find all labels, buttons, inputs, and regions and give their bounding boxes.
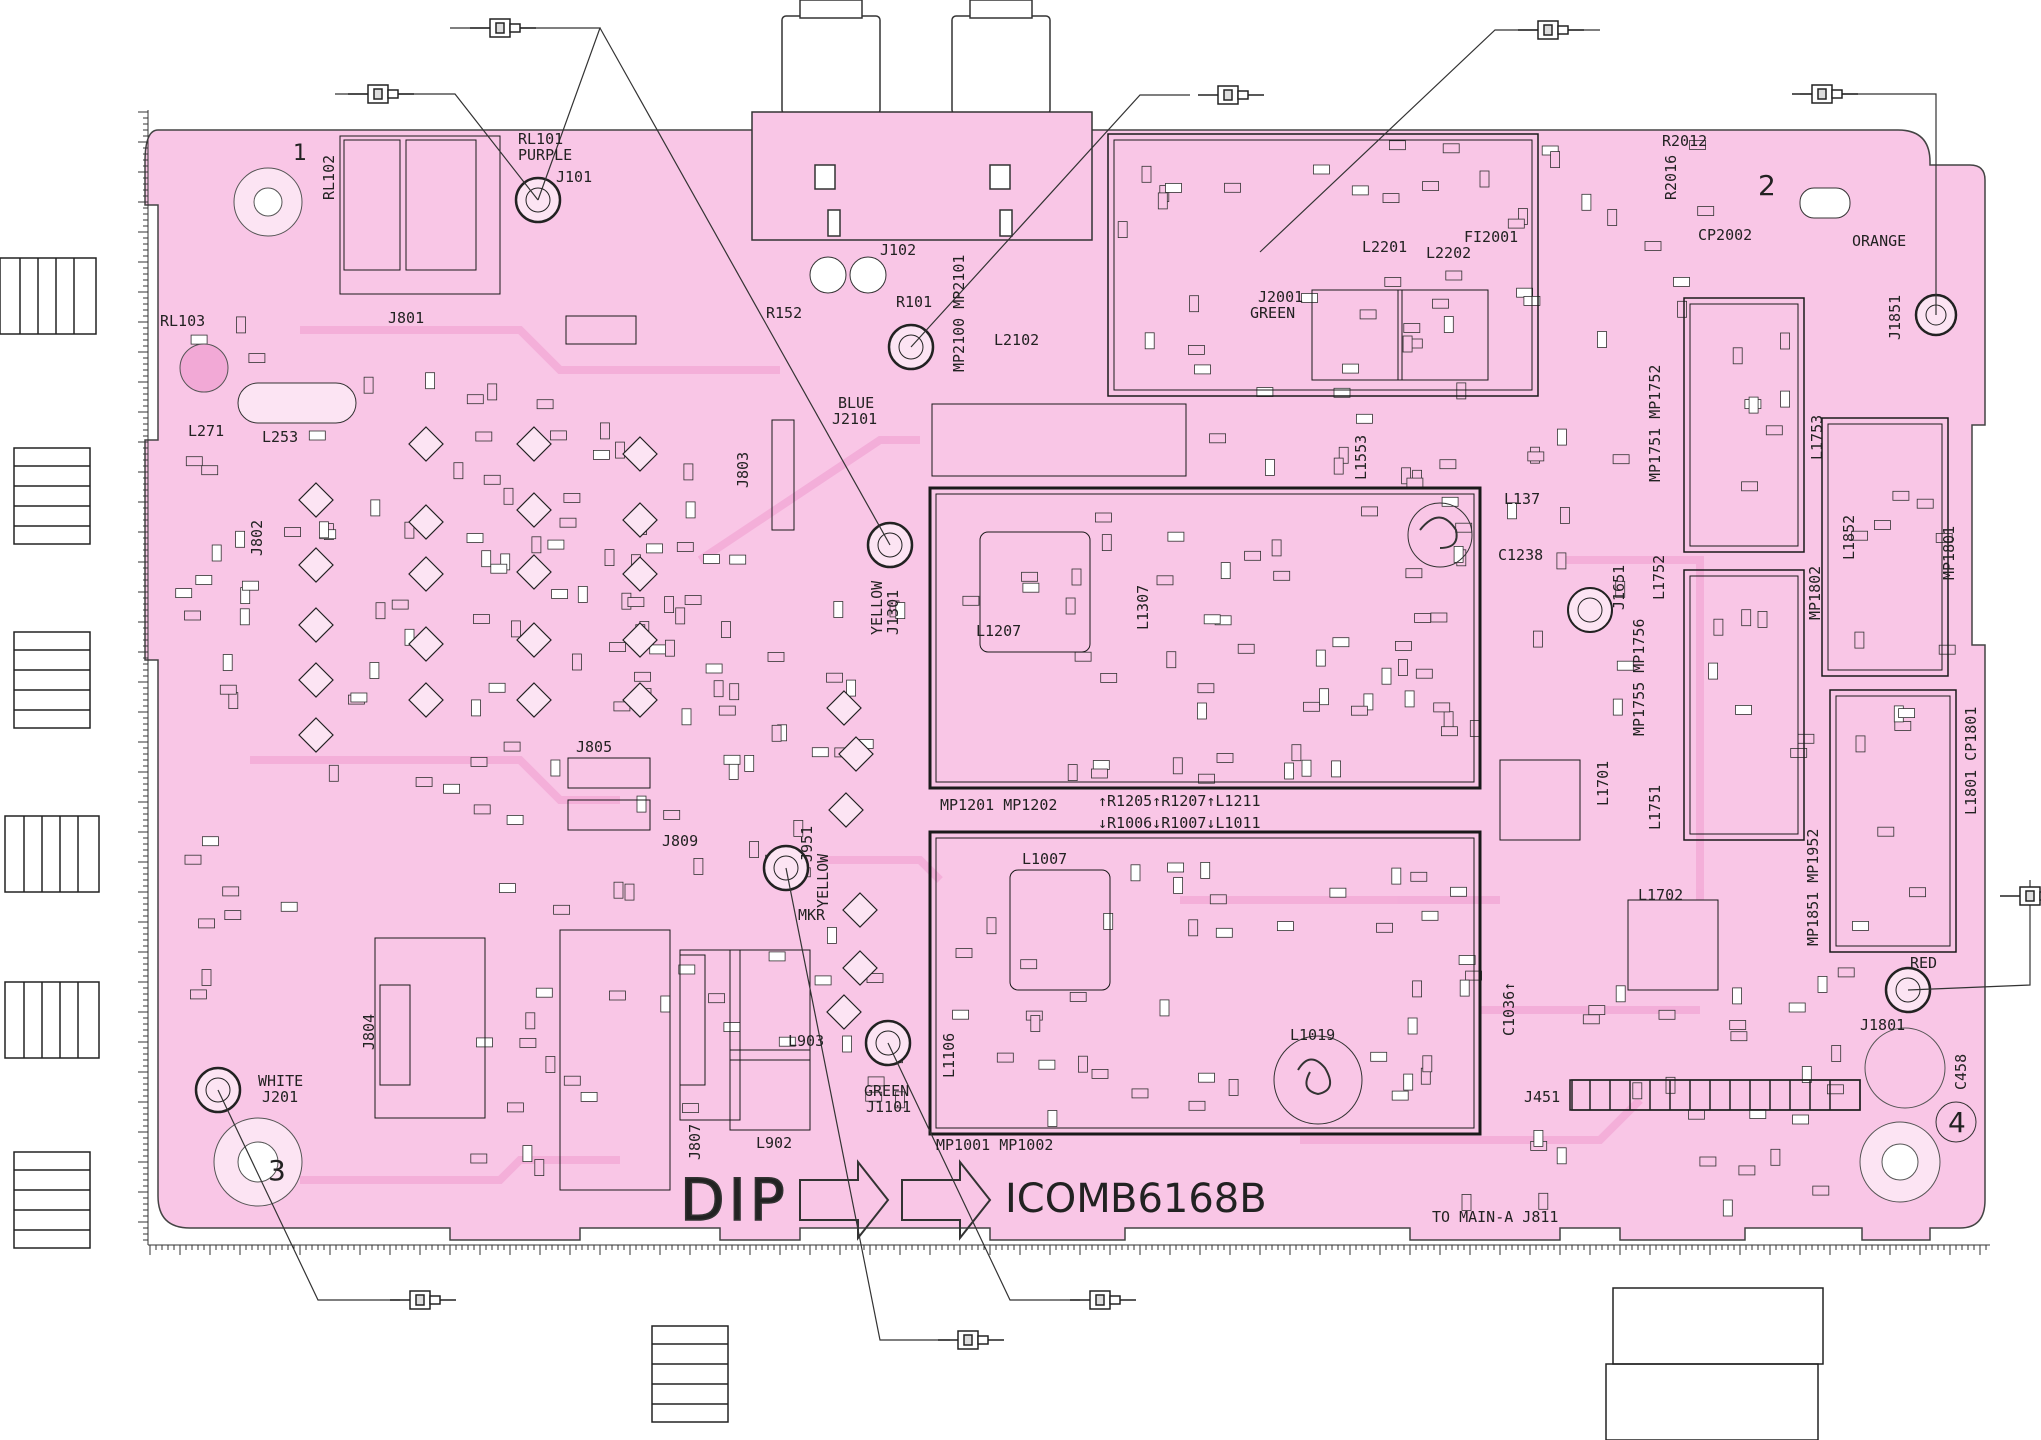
to-main-label: TO MAIN-A J811 (1432, 1208, 1558, 1226)
label-l1752: L1752 (1650, 555, 1668, 600)
top-rf-connectors (751, 0, 1093, 241)
label-j2001: J2001 (1258, 288, 1303, 306)
model-text: B6168B (1110, 1176, 1267, 1222)
label-l1553: L1553 (1352, 435, 1370, 480)
label-mp1801: MP1801 (1940, 526, 1958, 580)
left-page-markers (0, 257, 100, 1249)
label-r101: R101 (896, 293, 932, 311)
label-l1801: L1801 CP1801 (1962, 707, 1980, 815)
label-l271: L271 (188, 422, 224, 440)
corner-3: 3 (268, 1154, 286, 1187)
label-j807: J807 (686, 1124, 704, 1160)
cable-plug-symbols (348, 18, 2041, 1350)
label-mp2100: MP2100 MP2101 (950, 255, 968, 372)
label-orange: ORANGE (1852, 232, 1906, 250)
brand-text: ICOM (1005, 1176, 1111, 1222)
label-mp1755: MP1755 MP1756 (1630, 619, 1648, 736)
corner-2: 2 (1758, 169, 1776, 202)
label-green-j1101: GREEN (864, 1082, 909, 1100)
coil-diamonds (298, 426, 878, 1030)
label-fi2001: FI2001 (1464, 228, 1518, 246)
label-green-j2001: GREEN (1250, 304, 1295, 322)
dip-label: DIP (680, 1166, 789, 1234)
label-l1852: L1852 (1840, 515, 1858, 560)
label-l1702: L1702 (1638, 886, 1683, 904)
label-l1207: L1207 (976, 622, 1021, 640)
smd-components (175, 140, 1956, 1217)
label-j451: J451 (1524, 1088, 1560, 1106)
corner-1: 1 (293, 141, 307, 166)
label-j2101: J2101 (832, 410, 877, 428)
bottom-page-markers (651, 1287, 1824, 1440)
label-l1307: L1307 (1134, 585, 1152, 630)
label-yellow-j1301: YELLOW (868, 580, 886, 635)
label-j805: J805 (576, 738, 612, 756)
label-l902: L902 (756, 1134, 792, 1152)
label-rl101: RL101 (518, 130, 563, 148)
label-l1701: L1701 (1594, 761, 1612, 806)
label-j803: J803 (734, 452, 752, 488)
label-c1238: C1238 (1498, 546, 1543, 564)
label-r1205: ↑R1205↑R1207↑L1211 (1098, 792, 1261, 810)
label-c1036: C1036↑ (1500, 982, 1518, 1036)
label-r152: R152 (766, 304, 802, 322)
label-l903: L903 (788, 1032, 824, 1050)
label-mp1751: MP1751 MP1752 (1646, 365, 1664, 482)
ruler-ticks (138, 111, 1990, 1255)
label-j101: J101 (556, 168, 592, 186)
jack-labels: RL101 PURPLE J101 BLUE J2101 YELLOW J130… (258, 130, 1937, 1116)
label-blue: BLUE (838, 394, 874, 412)
label-yellow-j951: YELLOW (814, 853, 832, 908)
label-l253: L253 (262, 428, 298, 446)
silk-labels: RL102 RL103 L271 L253 J801 J802 J803 J80… (160, 132, 1980, 1160)
label-l1753: L1753 (1808, 415, 1826, 460)
label-l1007: L1007 (1022, 850, 1067, 868)
mounting-holes (179, 167, 1946, 1207)
label-j1301: J1301 (884, 590, 902, 635)
label-j802: J802 (248, 520, 266, 556)
label-mkr: MKR (798, 906, 826, 924)
label-mp1802: MP1802 (1806, 566, 1824, 620)
label-rl102: RL102 (320, 155, 338, 200)
label-r2016: R2016 (1662, 155, 1680, 200)
label-l1019: L1019 (1290, 1026, 1335, 1044)
label-j1101: J1101 (866, 1098, 911, 1116)
label-j951: J951 (798, 826, 816, 862)
label-l1751: L1751 (1646, 785, 1664, 830)
label-j1651: J1651 (1610, 565, 1628, 610)
label-l2201: L2201 (1362, 238, 1407, 256)
label-r2012: R2012 (1662, 132, 1707, 150)
label-l2202: L2202 (1426, 244, 1471, 262)
pcb-outline (144, 129, 1986, 1241)
label-purple: PURPLE (518, 146, 572, 164)
label-j801: J801 (388, 309, 424, 327)
label-rl103: RL103 (160, 312, 205, 330)
label-j809: J809 (662, 832, 698, 850)
label-mp1201: MP1201 MP1202 (940, 796, 1057, 814)
label-c458: C458 (1952, 1054, 1970, 1090)
j451-header (1571, 1079, 1861, 1111)
label-l2102: L2102 (994, 331, 1039, 349)
label-l1106: L1106 (940, 1033, 958, 1078)
label-mp1001: MP1001 MP1002 (936, 1136, 1053, 1154)
label-white: WHITE (258, 1072, 303, 1090)
dip-arrow-1 (799, 1159, 890, 1241)
label-mp1851: MP1851 MP1952 (1804, 829, 1822, 946)
silkscreen-brand: DIP ICOM B6168B TO MAIN-A J811 (679, 1159, 1558, 1241)
dip-arrow-2 (901, 1159, 992, 1241)
label-r1006: ↓R1006↓R1007↓L1011 (1098, 814, 1261, 832)
label-red: RED (1910, 954, 1937, 972)
label-j1801: J1801 (1860, 1016, 1905, 1034)
label-j1851: J1851 (1886, 295, 1904, 340)
label-j102: J102 (880, 241, 916, 259)
label-l137: L137 (1504, 490, 1540, 508)
label-cp2002: CP2002 (1698, 226, 1752, 244)
corner-4: 4 (1948, 1106, 1966, 1139)
label-j804: J804 (360, 1014, 378, 1050)
label-j201: J201 (262, 1088, 298, 1106)
